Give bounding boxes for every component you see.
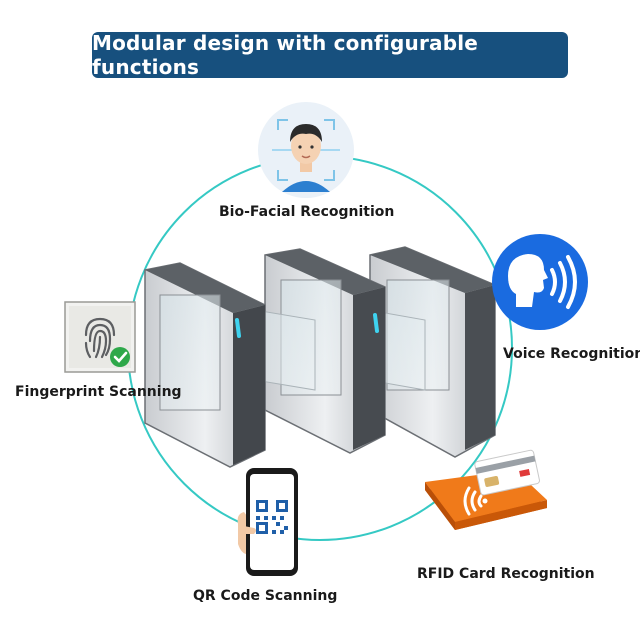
voice-icon [490, 232, 590, 332]
fingerprint-icon [64, 301, 136, 373]
qr-code-scanning-label: QR Code Scanning [193, 588, 338, 604]
turnstile-gates-image [125, 235, 525, 485]
rfid-card-recognition-label: RFID Card Recognition [417, 566, 595, 582]
face-recognition-icon [256, 100, 356, 200]
qr-phone-icon [236, 464, 306, 580]
voice-recognition-label: Voice Recognition [503, 346, 640, 362]
fingerprint-scanning-label: Fingerprint Scanning [15, 384, 182, 400]
gate-front [144, 262, 266, 468]
face-recognition-label: Bio-Facial Recognition [219, 204, 395, 220]
gate-middle [224, 248, 386, 454]
page-title: Modular design with configurable functio… [92, 31, 568, 79]
rfid-card-icon [415, 438, 553, 550]
